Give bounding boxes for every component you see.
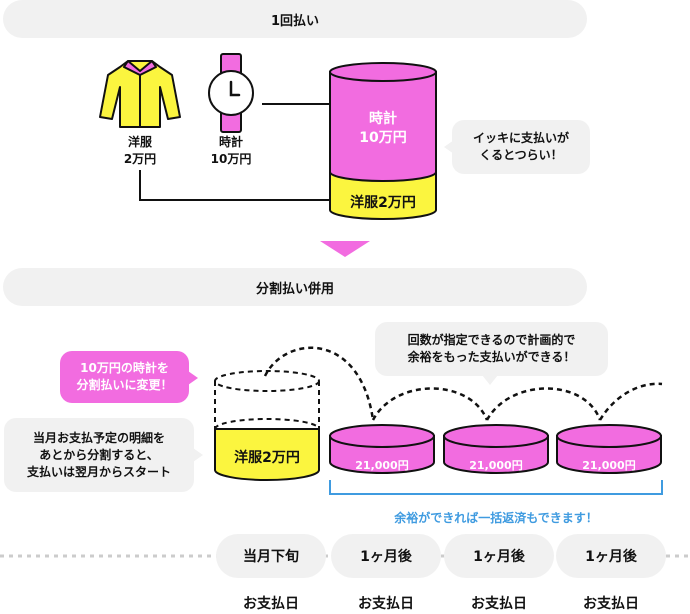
watch-name: 時計 [218,135,243,149]
split-cylinder-dashed-top [214,370,320,392]
coin-label-2: 21,000円 [469,459,523,472]
coin-3 [556,424,662,474]
split-cylinder-dashed-sides [214,381,320,429]
timing-bubble: 当月お支払予定の明細を あとから分割すると、 支払いは翌月からスタート [4,418,194,492]
split-cylinder-yellow [214,428,320,481]
split-cylinder-label: 洋服2万円 [234,450,300,466]
coin-2 [443,424,549,474]
payment-day-label-0: お支払日 [243,596,299,612]
blue-bracket [329,480,663,495]
timeline-pill-2: 1ヶ月後 [444,534,554,578]
cylinder-pink-section [329,71,437,182]
timeline-pill-current-label: 当月下旬 [243,549,299,565]
coin-1 [329,424,435,474]
cylinder-top-name: 時計 [369,111,397,127]
clothes-label: 洋服 2万円 [100,134,180,168]
watch-icon [208,53,254,133]
payment-day-label-3: お支払日 [583,596,639,612]
clothes-connector-line [139,170,330,201]
section-split-title-bar: 分割払い併用 [3,268,587,306]
cylinder-top-price: 10万円 [359,130,407,146]
timeline-pill-1-label: 1ヶ月後 [360,549,412,565]
watch-label: 時計 10万円 [193,134,269,168]
burden-bubble-tail [444,140,454,154]
section-split-title: 分割払い併用 [255,281,334,297]
plan-bubble: 回数が指定できるので計画的で 余裕をもった支払いができる！ [375,322,608,376]
timeline-pill-3: 1ヶ月後 [556,534,666,578]
arc-to-coin-2 [371,387,489,421]
coin-label-3: 21,000円 [582,459,636,472]
payment-day-label-2: お支払日 [471,596,527,612]
section-one-time-title: 1回払い [270,13,320,29]
lump-sum-note: 余裕ができれば一括返済もできます！ [394,511,598,525]
timeline-pill-1: 1ヶ月後 [331,534,441,578]
burden-bubble: イッキに支払いが くるとつらい！ [452,120,590,174]
clothes-name: 洋服 [127,135,152,149]
down-arrow [320,241,370,257]
plan-bubble-tail [482,375,498,385]
change-bubble-tail [188,371,198,385]
shirt-icon [99,60,181,128]
timeline-pill-current: 当月下旬 [216,534,326,578]
arc-to-coin-1 [263,346,375,421]
cylinder-yellow-section [329,169,437,220]
change-bubble-line1: 10万円の時計を [80,361,169,375]
arc-to-coin-3 [485,387,602,421]
burden-bubble-line1: イッキに支払いが [472,131,569,145]
change-bubble: 10万円の時計を 分割払いに変更！ [60,351,189,403]
payment-day-label-1: お支払日 [358,596,414,612]
timing-bubble-tail [193,448,203,462]
timeline-pill-3-label: 1ヶ月後 [585,549,637,565]
watch-price: 10万円 [210,152,252,166]
cylinder-bottom-label: 洋服2万円 [350,195,416,211]
one-time-diagram [139,62,437,257]
burden-bubble-line2: くるとつらい！ [479,148,563,162]
cylinder-top-ellipse [329,62,437,82]
timeline-pill-2-label: 1ヶ月後 [473,549,525,565]
cylinder-top-label: 時計 10万円 [330,110,436,148]
clothes-price: 2万円 [123,152,157,166]
arc-continue [598,382,663,421]
split-cylinder-yellow-top [214,418,320,430]
plan-bubble-line1: 回数が指定できるので計画的で [407,333,576,347]
coin-label-1: 21,000円 [355,459,409,472]
change-bubble-line2: 分割払いに変更！ [76,378,173,392]
timing-bubble-line3: 支払いは翌月からスタート [26,464,171,479]
timing-bubble-line1: 当月お支払予定の明細を [32,430,165,445]
section-one-time-title-bar: 1回払い [3,0,587,38]
timing-bubble-line2: あとから分割すると、 [39,447,159,462]
plan-bubble-line2: 余裕をもった支払いができる！ [407,350,576,364]
